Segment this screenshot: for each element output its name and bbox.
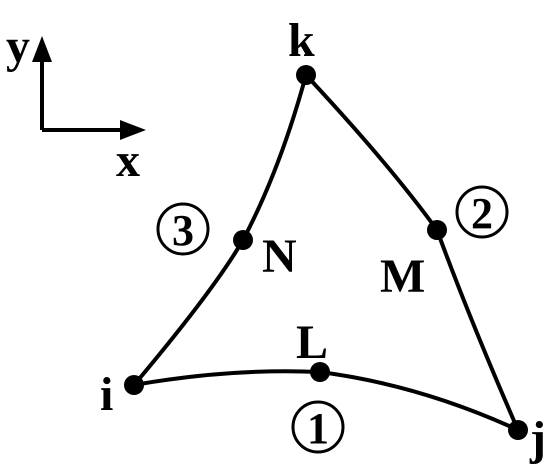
edge-3-ring xyxy=(156,202,210,256)
node-N xyxy=(233,230,253,250)
node-M xyxy=(427,220,447,240)
node-N-label: N xyxy=(262,230,297,283)
y-axis-arrowhead xyxy=(32,36,52,62)
edge-2-ring xyxy=(455,185,509,239)
edge-3-number: 3 xyxy=(172,206,194,255)
node-j xyxy=(508,420,528,440)
node-i xyxy=(124,375,144,395)
node-j-label: j xyxy=(529,412,546,465)
node-L-label: L xyxy=(296,316,328,369)
edge-number-markers: 1 2 3 xyxy=(156,185,509,454)
edge-1-number: 1 xyxy=(307,404,329,453)
node-M-label: M xyxy=(380,250,425,303)
node-k-label: k xyxy=(288,14,315,67)
corner-nodes: k i j xyxy=(100,14,546,465)
edge-1-ring xyxy=(291,400,345,454)
node-L xyxy=(310,362,330,382)
x-axis-arrowhead xyxy=(120,120,146,140)
node-i-label: i xyxy=(100,368,113,421)
midside-nodes: L M N xyxy=(233,220,447,382)
y-axis-label: y xyxy=(6,20,30,73)
x-axis-label: x xyxy=(116,134,140,187)
coordinate-axes: y x xyxy=(6,20,146,187)
node-k xyxy=(296,65,316,85)
edge-2-number: 2 xyxy=(471,189,493,238)
